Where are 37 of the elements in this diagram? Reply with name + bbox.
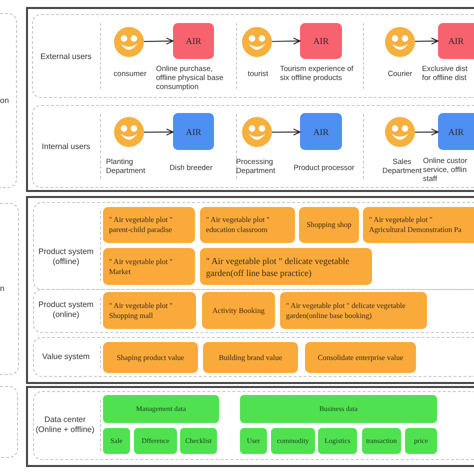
row-label: Data center (Online + offline) (34, 415, 96, 435)
smiley-icon (114, 27, 144, 57)
row-label: Product system (online) (37, 300, 95, 320)
row-panel (33, 202, 474, 290)
arrow (272, 128, 300, 136)
smiley-icon (114, 117, 144, 147)
row-label: Product system (offline) (37, 247, 95, 267)
layer-panel (26, 196, 474, 384)
service-tile: AIR (173, 23, 214, 59)
service-tile: AIR (438, 23, 474, 59)
smiley-icon (385, 117, 415, 147)
service-tile: AIR (300, 23, 342, 59)
arrow (144, 128, 174, 136)
row-panel (32, 14, 474, 98)
smiley-icon (242, 117, 272, 147)
layer-panel (26, 7, 474, 192)
smiley-icon (385, 27, 415, 57)
row-label: Internal users (40, 142, 92, 152)
row-panel (33, 289, 474, 333)
product-box: " Air vegetable plot " delicate vegetable garden(off line base practice) (200, 248, 372, 285)
row-panel (33, 337, 474, 377)
service-tile: AIR (300, 113, 342, 150)
layer-box: on (0, 13, 17, 188)
arrow (144, 38, 174, 45)
arrow (414, 128, 438, 136)
layer-box: n (0, 203, 19, 375)
layer-panel (26, 386, 474, 467)
arrow (272, 38, 300, 45)
arrow (414, 38, 438, 45)
layer-box (0, 386, 18, 458)
service-tile: AIR (438, 113, 474, 150)
row-label: Value system (41, 352, 91, 362)
row-label: External users (39, 52, 93, 62)
service-tile: AIR (173, 113, 214, 150)
row-panel (32, 105, 474, 188)
smiley-icon (242, 27, 272, 57)
row-panel (33, 391, 474, 460)
